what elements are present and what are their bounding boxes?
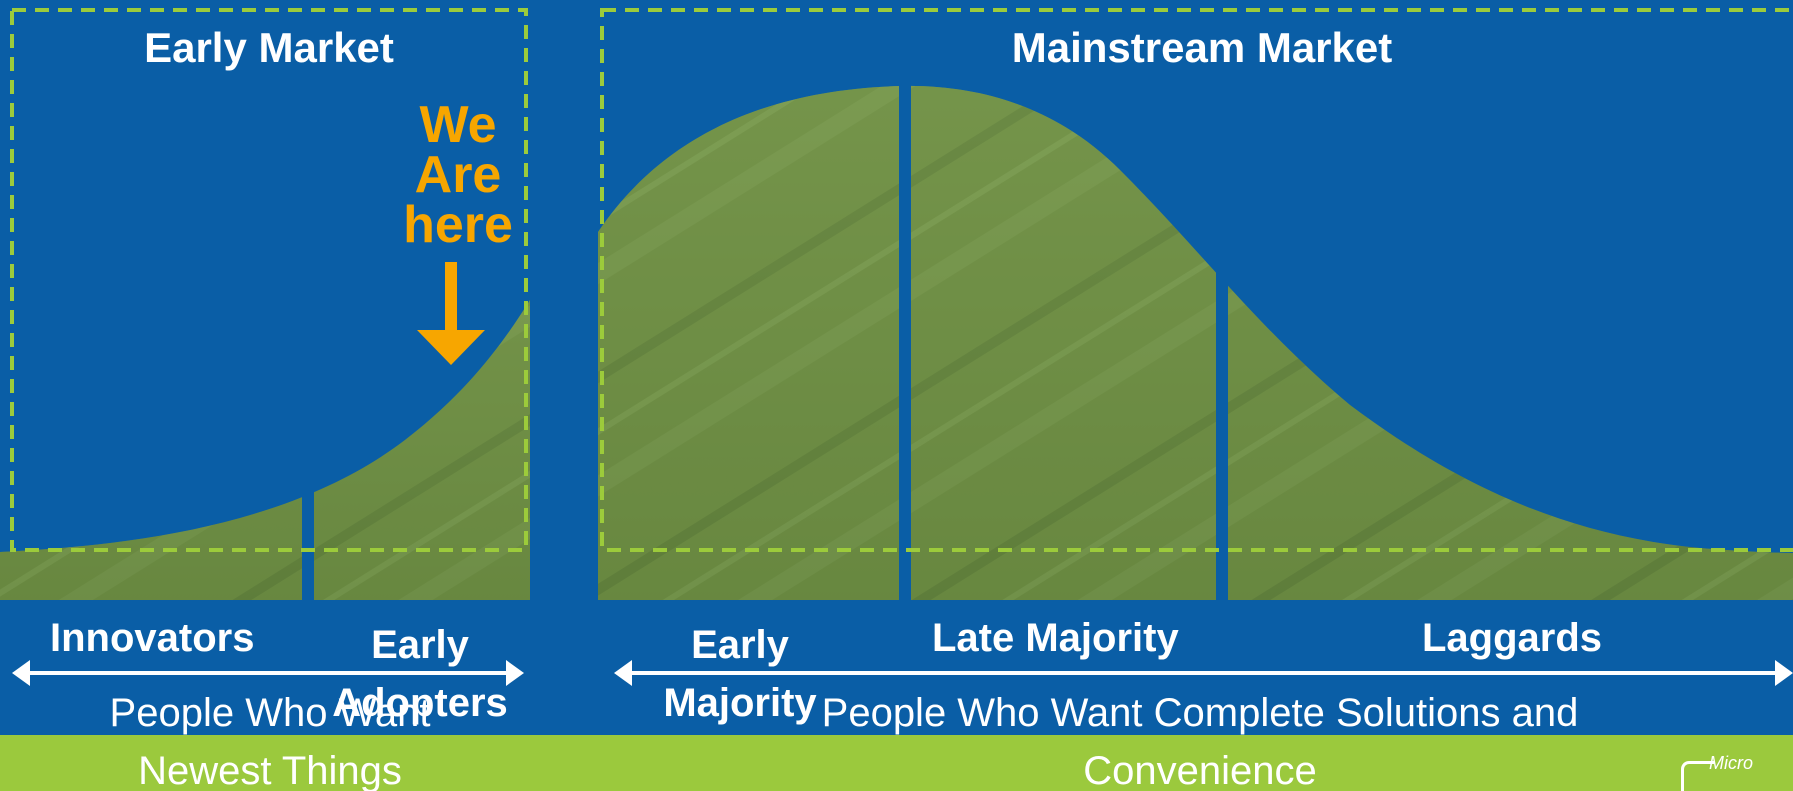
early-market-boundary (10, 8, 528, 552)
segment-label-laggards: Laggards (1422, 616, 1603, 660)
logo: Micro (1673, 751, 1793, 791)
segment-label-late-majority: Late Majority (932, 616, 1179, 660)
callout-line-3: here (403, 196, 513, 254)
early-market-title: Early Market (144, 24, 394, 71)
early-market-arrow (12, 660, 524, 686)
logo-text: Micro (1709, 753, 1753, 773)
callout-line-1: We (419, 96, 497, 154)
early-majority-divider (899, 80, 911, 600)
we-are-here-arrow (417, 262, 485, 365)
segment-label-early-majority: Early Majority (663, 623, 817, 725)
innovators-divider (302, 470, 314, 600)
mainstream-market-curve (598, 85, 1793, 600)
mainstream-market-title: Mainstream Market (1011, 24, 1393, 71)
early-market-people-label: People Who Want Newest Things (109, 691, 431, 791)
mainstream-market-arrow (614, 660, 1793, 686)
footer-band (0, 735, 1793, 791)
segment-label-innovators: Innovators (50, 616, 255, 660)
callout-line-2: Are (414, 146, 502, 204)
we-are-here-callout: We Are here (378, 96, 538, 254)
mainstream-market-boundary (600, 8, 1793, 552)
late-majority-divider (1216, 80, 1228, 600)
mainstream-market-people-label: People Who Want Complete Solutions and C… (821, 691, 1579, 791)
logo-bracket-icon (1681, 761, 1714, 791)
segment-label-early-adopters: Early Adopters (332, 623, 508, 725)
